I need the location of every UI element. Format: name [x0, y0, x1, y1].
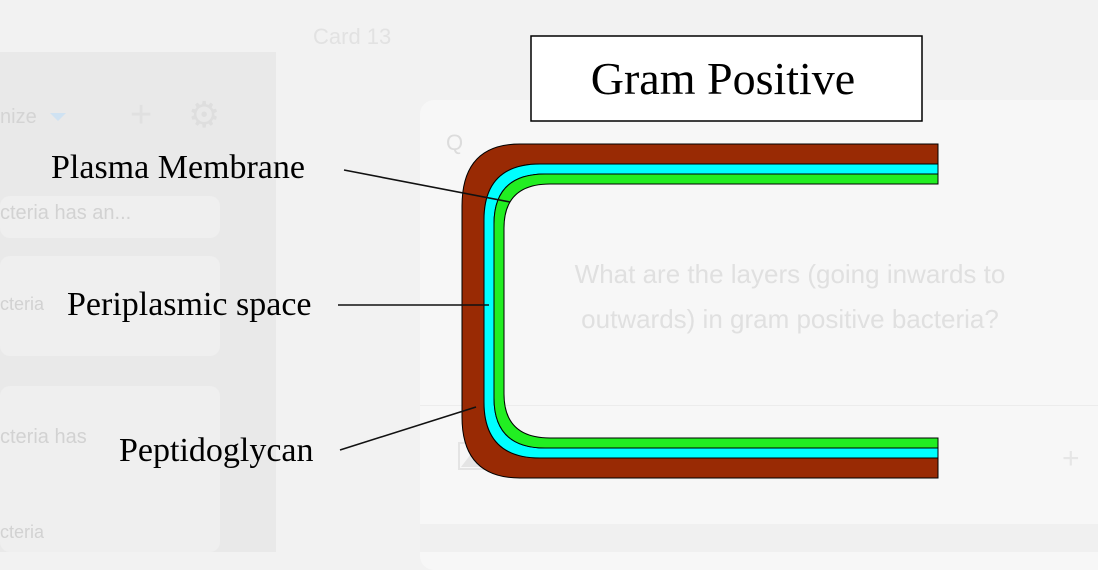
plasma-membrane-label: Plasma Membrane [51, 149, 305, 186]
periplasmic-space-layer [483, 163, 939, 459]
gram-positive-diagram: Gram Positive Plasma Membrane Periplasmi… [51, 35, 939, 479]
gear-icon[interactable]: ⚙ [188, 94, 221, 135]
peptidoglycan-label: Peptidoglycan [119, 432, 314, 469]
plasma-membrane-layer [493, 173, 939, 449]
periplasmic-space-label: Periplasmic space [67, 286, 312, 323]
card-item-text: cteria has an... [0, 202, 132, 224]
sidebar-toolbar: nize + ⚙ [0, 94, 230, 136]
plasma-membrane-leader-line [343, 169, 511, 203]
question-line: What are the layers (going inwards to [574, 259, 1006, 289]
sidebar-card-item[interactable]: cteria has an... [0, 196, 220, 238]
add-answer-icon[interactable]: + [1062, 442, 1080, 475]
card-item-text: cteria [0, 294, 45, 314]
organize-dropdown-label[interactable]: nize [0, 106, 37, 128]
peptidoglycan-layer [461, 143, 939, 479]
diagram-title: Gram Positive [591, 53, 855, 104]
sidebar-card-item[interactable]: cteria [0, 256, 220, 356]
diagram-title-box [530, 35, 923, 122]
question-line: outwards) in gram positive bacteria? [581, 304, 999, 334]
divider [420, 405, 1098, 406]
peptidoglycan-leader-line [339, 406, 477, 451]
plus-icon[interactable]: + [130, 94, 153, 136]
question-label: Q [446, 130, 464, 155]
question-text[interactable]: What are the layers (going inwards to ou… [510, 252, 1070, 342]
card-title: Card 13 [313, 24, 392, 49]
sidebar-card-item[interactable]: cteria has cteria [0, 386, 220, 552]
panel-footer [420, 524, 1098, 552]
chevron-down-icon[interactable] [50, 113, 66, 121]
card-item-text: cteria has [0, 426, 87, 448]
card-item-text: cteria [0, 522, 45, 542]
